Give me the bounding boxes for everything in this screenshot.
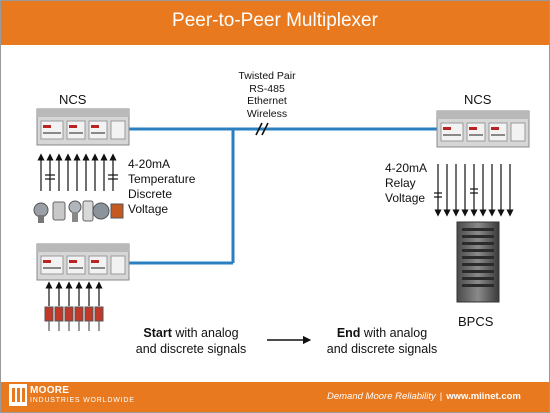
input-signal-item: Discrete xyxy=(128,187,173,201)
output-isolation-marks xyxy=(434,188,478,198)
footer-links: Demand Moore Reliability|www.miinet.com xyxy=(327,391,521,402)
title-bar xyxy=(1,1,549,45)
footer-url-link[interactable]: www.miinet.com xyxy=(446,391,521,402)
logo-text-industries: INDUSTRIES WORLDWIDE xyxy=(30,397,135,404)
input-signal-list: 4-20mA Temperature Discrete Voltage xyxy=(128,157,195,217)
bottom-input-arrows xyxy=(45,281,103,306)
start-line2: and discrete signals xyxy=(135,342,247,356)
input-signal-arrows xyxy=(37,153,117,191)
ncs-module-left-bottom xyxy=(36,243,130,281)
input-signal-item: Temperature xyxy=(128,172,196,186)
transmission-media-label: Twisted Pair RS-485 Ethernet Wireless xyxy=(233,70,301,120)
ncs-right-label: NCS xyxy=(464,92,492,107)
logo-text-moore: MOORE xyxy=(30,385,70,396)
moore-logo-icon xyxy=(9,384,27,406)
medium-ethernet: Ethernet xyxy=(247,95,287,107)
slide-title: Peer-to-Peer Multiplexer xyxy=(172,10,378,31)
ncs-module-left-top xyxy=(36,108,130,146)
end-caption: End with analog and discrete signals xyxy=(313,325,451,357)
output-signal-item: Voltage xyxy=(385,191,426,205)
input-signal-item: 4-20mA xyxy=(128,157,171,171)
end-line2: and discrete signals xyxy=(326,342,438,356)
ncs-module-right xyxy=(436,110,530,148)
input-isolation-marks xyxy=(45,174,118,180)
input-signal-item: Voltage xyxy=(128,202,169,216)
footer-tagline: Demand Moore Reliability xyxy=(327,391,436,402)
bottom-field-devices xyxy=(44,306,104,331)
medium-rs485: RS-485 xyxy=(249,82,285,95)
output-signal-item: 4-20mA xyxy=(385,161,428,175)
start-bold-word: Start xyxy=(143,326,172,340)
bpcs-label: BPCS xyxy=(458,314,494,329)
end-line1: with analog xyxy=(360,326,428,340)
output-signal-list: 4-20mA Relay Voltage xyxy=(385,161,427,206)
footer-bar xyxy=(1,382,549,412)
start-line1: with analog xyxy=(171,326,239,340)
field-instruments xyxy=(33,200,124,223)
start-caption: Start with analog and discrete signals xyxy=(122,325,260,357)
end-bold-word: End xyxy=(336,326,361,340)
ncs-left-label: NCS xyxy=(59,92,87,107)
footer-separator: | xyxy=(439,391,443,402)
bpcs-server-icon xyxy=(456,221,500,303)
output-signal-item: Relay xyxy=(385,176,416,190)
medium-twisted-pair: Twisted Pair xyxy=(238,70,296,82)
medium-wireless: Wireless xyxy=(246,107,288,120)
wireless-break-mark xyxy=(255,122,269,136)
communication-link xyxy=(129,127,437,265)
